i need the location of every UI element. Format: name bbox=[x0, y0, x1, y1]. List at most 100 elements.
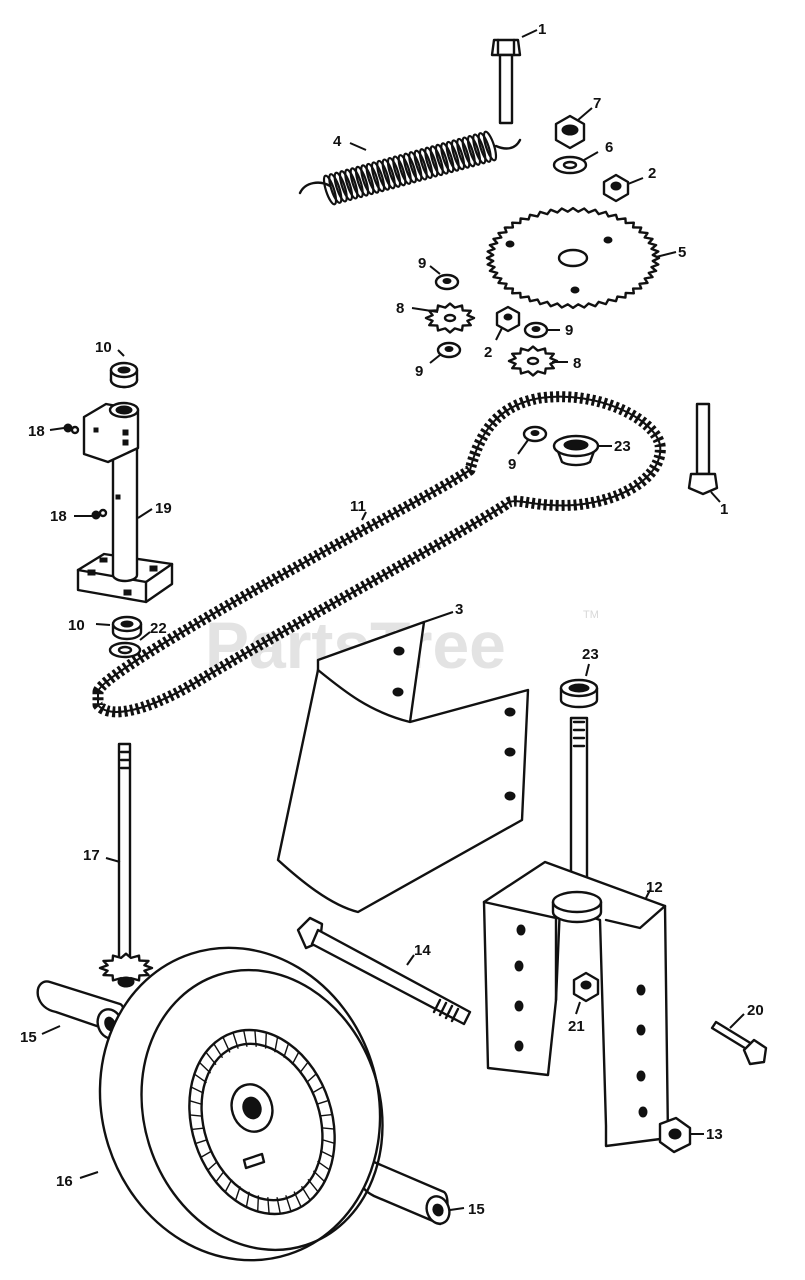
leader-lines bbox=[41, 29, 745, 1211]
tread-mark bbox=[190, 1086, 205, 1094]
spring-coil bbox=[418, 148, 434, 180]
tread-mark bbox=[243, 1030, 248, 1047]
tread-mark bbox=[283, 1043, 290, 1058]
part-wheel[interactable] bbox=[60, 911, 420, 1280]
part-bolt-top[interactable] bbox=[490, 38, 522, 125]
spring-coil bbox=[424, 146, 439, 178]
tread-mark bbox=[198, 1061, 212, 1074]
tread-mark bbox=[224, 1179, 233, 1193]
spring-coil bbox=[360, 164, 375, 196]
callout-5: 5 bbox=[678, 244, 686, 261]
spring-coil bbox=[461, 136, 476, 168]
part-fitting-18b[interactable] bbox=[91, 508, 108, 520]
callout-9-c: 9 bbox=[565, 322, 573, 339]
part-nut-7[interactable] bbox=[554, 114, 586, 150]
callout-2-top: 2 bbox=[648, 165, 656, 182]
tread-mark bbox=[267, 1197, 270, 1214]
part-bolt-20[interactable] bbox=[710, 1020, 768, 1066]
part-shaft-17[interactable] bbox=[98, 742, 154, 988]
tread-mark bbox=[207, 1160, 218, 1171]
tread-mark bbox=[291, 1051, 300, 1065]
spring-coil bbox=[440, 142, 455, 174]
tread-mark bbox=[299, 1061, 309, 1074]
spring-coil bbox=[322, 174, 338, 206]
callout-9-b: 9 bbox=[415, 363, 423, 380]
callout-8-b: 8 bbox=[573, 355, 581, 372]
tread-mark bbox=[321, 1127, 335, 1130]
spring-coil bbox=[354, 165, 370, 197]
callout-22: 22 bbox=[150, 620, 167, 637]
spring-coil bbox=[392, 155, 407, 187]
part-caster-fork[interactable] bbox=[482, 716, 670, 1148]
part-bushing-23a[interactable] bbox=[552, 434, 600, 467]
callout-23-bottom: 23 bbox=[582, 646, 599, 663]
spring-coil bbox=[408, 151, 423, 182]
part-small-sprocket-8a[interactable] bbox=[424, 302, 476, 334]
tread-mark bbox=[257, 1195, 260, 1212]
callout-15-right: 15 bbox=[468, 1201, 485, 1218]
callout-13: 13 bbox=[706, 1126, 723, 1143]
callout-14: 14 bbox=[414, 942, 431, 959]
part-washer-9a[interactable] bbox=[434, 273, 460, 291]
part-post-19[interactable] bbox=[76, 401, 174, 604]
tread-mark bbox=[319, 1113, 333, 1117]
spring-coil bbox=[386, 156, 402, 188]
part-axle-bolt[interactable] bbox=[296, 916, 472, 1026]
tread-mark bbox=[276, 1197, 281, 1214]
spring-coil bbox=[477, 132, 492, 163]
spring-coil bbox=[344, 168, 359, 200]
tread-mark bbox=[200, 1150, 213, 1159]
part-bushing-23b[interactable] bbox=[559, 678, 599, 709]
spring-coil bbox=[381, 158, 396, 190]
part-large-sprocket[interactable] bbox=[485, 206, 661, 310]
part-washer-22[interactable] bbox=[108, 641, 142, 659]
callout-18-b: 18 bbox=[50, 508, 67, 525]
part-washer-9d[interactable] bbox=[522, 425, 548, 443]
callout-18-a: 18 bbox=[28, 423, 45, 440]
tread-mark bbox=[316, 1160, 331, 1171]
part-small-sprocket-8b[interactable] bbox=[507, 345, 559, 377]
tread-mark bbox=[285, 1195, 292, 1212]
callout-2-mid: 2 bbox=[484, 344, 492, 361]
tread-mark bbox=[193, 1073, 208, 1084]
callout-17: 17 bbox=[83, 847, 100, 864]
part-bushing-10a[interactable] bbox=[109, 361, 139, 389]
tread-mark bbox=[293, 1191, 302, 1208]
part-cover-plate[interactable] bbox=[276, 620, 530, 914]
part-washer-9b[interactable] bbox=[436, 341, 462, 359]
part-washer-9c[interactable] bbox=[523, 321, 549, 339]
part-nut-21[interactable] bbox=[572, 971, 600, 1003]
part-spacer-15b[interactable] bbox=[358, 1160, 453, 1227]
tread-mark bbox=[205, 1051, 217, 1066]
tread-mark bbox=[311, 1085, 324, 1094]
part-spring[interactable] bbox=[298, 130, 522, 206]
part-nut-13[interactable] bbox=[658, 1116, 692, 1154]
tread-mark bbox=[213, 1043, 224, 1059]
part-washer-6[interactable] bbox=[552, 155, 588, 175]
part-nut-2b[interactable] bbox=[495, 305, 521, 333]
part-nut-2a[interactable] bbox=[602, 173, 630, 203]
callout-1-top: 1 bbox=[538, 21, 546, 38]
spring-coil bbox=[370, 161, 386, 193]
spring-coil bbox=[456, 137, 471, 169]
tread-mark bbox=[189, 1100, 203, 1106]
tread-mark bbox=[264, 1032, 267, 1049]
callout-21: 21 bbox=[568, 1018, 585, 1035]
spring-coil bbox=[445, 140, 460, 172]
part-bushing-10b[interactable] bbox=[111, 615, 143, 641]
tread-mark bbox=[312, 1170, 326, 1183]
part-fitting-18a[interactable] bbox=[63, 423, 80, 435]
callout-4: 4 bbox=[333, 133, 342, 150]
part-chain[interactable] bbox=[92, 391, 666, 718]
spring-coil bbox=[328, 173, 343, 204]
spring-coil bbox=[434, 143, 450, 175]
part-bolt-right[interactable] bbox=[687, 402, 719, 496]
tread-mark bbox=[321, 1138, 335, 1144]
callout-10-bottom: 10 bbox=[68, 617, 85, 634]
tread-mark bbox=[319, 1150, 334, 1158]
callout-15-left: 15 bbox=[20, 1029, 37, 1046]
spring-coil bbox=[333, 171, 348, 203]
spring-coil bbox=[376, 159, 391, 191]
tread-mark bbox=[222, 1036, 231, 1053]
callout-23-top: 23 bbox=[614, 438, 631, 455]
